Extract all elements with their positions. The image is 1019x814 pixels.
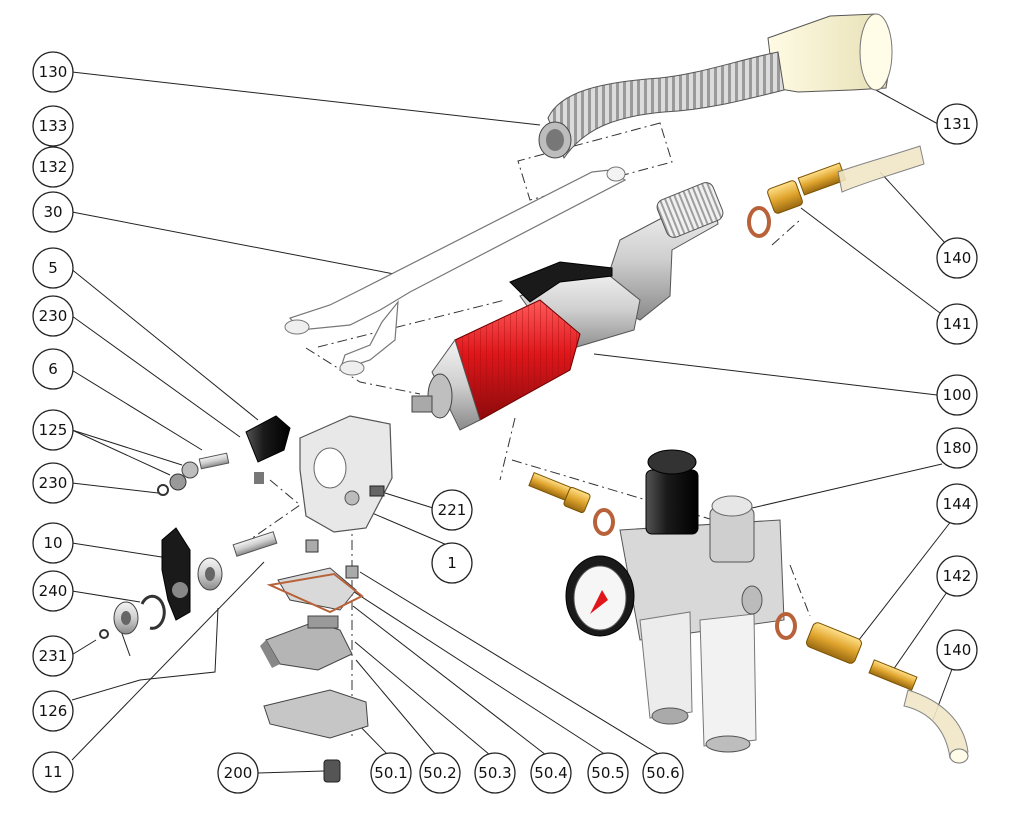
callout-50-4: 50.4	[530, 752, 572, 794]
svg-text:140: 140	[943, 249, 972, 267]
hose-140-bottom	[903, 689, 969, 764]
svg-text:11: 11	[43, 763, 62, 781]
svg-text:144: 144	[943, 495, 972, 513]
callout-132: 132	[32, 146, 74, 188]
bearing-126	[197, 557, 223, 591]
callout-6: 6	[32, 348, 74, 390]
svg-text:100: 100	[943, 386, 972, 404]
svg-text:126: 126	[39, 702, 68, 720]
coupling-5	[245, 415, 291, 484]
leader-lines	[69, 71, 953, 774]
motor-tool-100	[411, 182, 724, 431]
head-housing-1	[299, 415, 393, 533]
svg-text:141: 141	[943, 315, 972, 333]
svg-text:50.6: 50.6	[646, 764, 679, 782]
callout-126: 126	[32, 690, 74, 732]
callout-230-bottom: 230	[32, 462, 74, 504]
callout-240: 240	[32, 570, 74, 612]
svg-text:50.3: 50.3	[478, 764, 511, 782]
callout-200: 200	[217, 752, 259, 794]
svg-text:50.1: 50.1	[374, 764, 407, 782]
callout-50-2: 50.2	[419, 752, 461, 794]
svg-text:5: 5	[48, 259, 58, 277]
svg-text:180: 180	[943, 439, 972, 457]
svg-text:132: 132	[39, 158, 68, 176]
svg-text:221: 221	[438, 501, 467, 519]
blade-set-50	[260, 539, 369, 783]
callout-141: 141	[936, 303, 978, 345]
callout-133: 133	[32, 105, 74, 147]
callout-50-1: 50.1	[370, 752, 412, 794]
svg-text:133: 133	[39, 117, 68, 135]
svg-text:140: 140	[943, 641, 972, 659]
callout-11: 11	[32, 751, 74, 793]
svg-text:10: 10	[43, 534, 62, 552]
callout-50-3: 50.3	[474, 752, 516, 794]
hose-140-top	[837, 145, 925, 193]
callout-142: 142	[936, 555, 978, 597]
callout-140-bottom: 140	[936, 629, 978, 671]
callout-180: 180	[936, 427, 978, 469]
callout-125: 125	[32, 409, 74, 451]
callout-144: 144	[936, 483, 978, 525]
pin-11	[232, 531, 278, 557]
callout-50-6: 50.6	[642, 752, 684, 794]
fitting-inlet	[528, 471, 615, 536]
svg-text:50.5: 50.5	[591, 764, 624, 782]
svg-text:1: 1	[447, 554, 457, 572]
callout-130: 130	[32, 51, 74, 93]
callout-1: 1	[431, 542, 473, 584]
filter-regulator-180	[565, 449, 785, 753]
callout-30: 30	[32, 191, 74, 233]
svg-text:230: 230	[39, 307, 68, 325]
callout-10: 10	[32, 522, 74, 564]
fitting-141	[747, 162, 847, 238]
svg-text:200: 200	[224, 764, 253, 782]
fitting-144-142	[775, 612, 918, 691]
svg-text:130: 130	[39, 63, 68, 81]
svg-text:240: 240	[39, 582, 68, 600]
callout-100: 100	[936, 374, 978, 416]
small-parts-left	[157, 452, 230, 496]
svg-text:50.2: 50.2	[423, 764, 456, 782]
callout-230-top: 230	[32, 295, 74, 337]
svg-text:230: 230	[39, 474, 68, 492]
hose-adapter-131	[767, 13, 893, 93]
svg-text:6: 6	[48, 360, 58, 378]
svg-text:142: 142	[943, 567, 972, 585]
callout-131: 131	[936, 103, 978, 145]
callout-5: 5	[32, 247, 74, 289]
callout-231: 231	[32, 635, 74, 677]
svg-text:231: 231	[39, 647, 68, 665]
lever-10	[161, 527, 191, 621]
callout-140-top: 140	[936, 237, 978, 279]
svg-text:125: 125	[39, 421, 68, 439]
y-tube-30	[284, 166, 627, 376]
callout-50-5: 50.5	[587, 752, 629, 794]
bearing-231-240	[99, 594, 166, 639]
corrugated-hose-130	[538, 51, 785, 160]
callout-221: 221	[431, 489, 473, 531]
svg-text:30: 30	[43, 203, 62, 221]
svg-text:50.4: 50.4	[534, 764, 567, 782]
svg-text:131: 131	[943, 115, 972, 133]
